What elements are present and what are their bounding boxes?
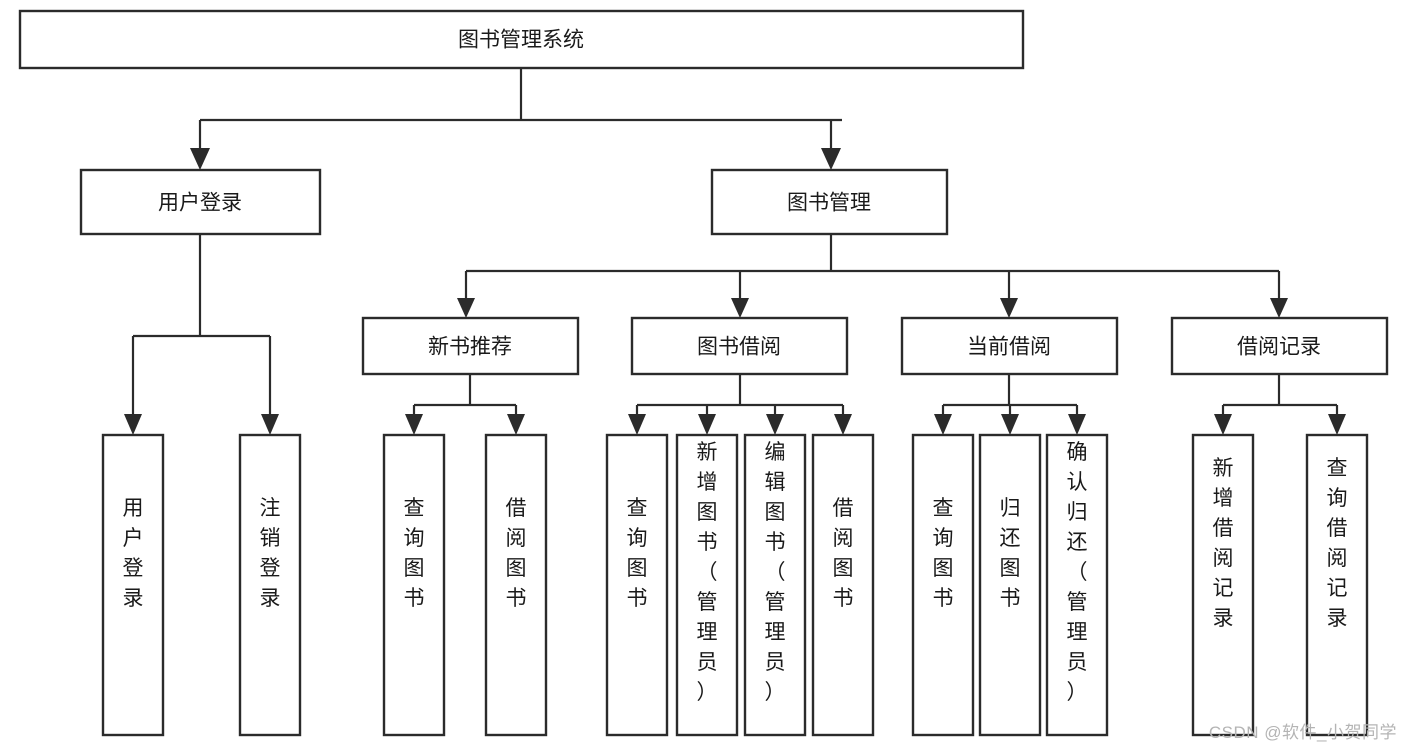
node-leaf-confirm-return[interactable]: [1045, 433, 1109, 737]
arrow-leaf-user-login-icon: [124, 414, 142, 435]
node-leaf-user-login[interactable]: [101, 433, 165, 737]
node-leaf-borrow-book-2-label: 借阅图书: [833, 497, 854, 610]
node-leaf-edit-book-label: 编辑图书（管理员）: [765, 441, 786, 704]
node-leaf-add-book[interactable]: [675, 433, 739, 737]
node-leaf-query-book-1-label: 查询图书: [404, 497, 425, 610]
arrow-leaf-return-book-icon: [1001, 414, 1019, 435]
arrow-leaf-borrow-book-1-icon: [507, 414, 525, 435]
node-leaf-user-login-label: 用户登录: [123, 497, 144, 610]
node-leaf-query-book-1[interactable]: [382, 433, 446, 737]
arrow-leaf-logout-login-icon: [261, 414, 279, 435]
node-leaf-logout-login[interactable]: [238, 433, 302, 737]
node-current-borrow-label: 当前借阅: [967, 336, 1051, 359]
arrow-leaf-confirm-return-icon: [1068, 414, 1086, 435]
arrow-to-user-login-icon: [190, 148, 210, 170]
node-leaf-query-record[interactable]: [1305, 433, 1369, 737]
node-new-book-recommend-label: 新书推荐: [428, 336, 512, 359]
csdn-watermark: CSDN @软件_小贺同学: [1208, 723, 1397, 742]
node-current-borrow[interactable]: [900, 316, 1119, 376]
node-book-borrow-label: 图书借阅: [697, 336, 781, 359]
node-user-login[interactable]: [79, 168, 322, 236]
node-leaf-borrow-book-1-label: 借阅图书: [506, 497, 527, 610]
arrow-to-book-manage-icon: [821, 148, 841, 170]
arrow-leaf-query-book-2-icon: [628, 414, 646, 435]
node-leaf-logout-login-label: 注销登录: [260, 497, 281, 610]
arrow-to-new-book-icon: [457, 298, 475, 318]
arrow-leaf-query-book-3-icon: [934, 414, 952, 435]
arrow-to-book-borrow-icon: [731, 298, 749, 318]
node-root-label: 图书管理系统: [458, 29, 584, 52]
node-leaf-add-record-label: 新增借阅记录: [1213, 457, 1234, 630]
arrow-leaf-add-record-icon: [1214, 414, 1232, 435]
node-book-manage[interactable]: [710, 168, 949, 236]
node-book-manage-label: 图书管理: [787, 192, 871, 215]
node-user-login-label: 用户登录: [158, 192, 242, 215]
node-leaf-confirm-return-label: 确认归还（管理员）: [1067, 441, 1088, 704]
node-leaf-add-record[interactable]: [1191, 433, 1255, 737]
arrow-leaf-add-book-icon: [698, 414, 716, 435]
node-leaf-edit-book[interactable]: [743, 433, 807, 737]
node-borrow-record-label: 借阅记录: [1237, 336, 1321, 359]
node-leaf-query-book-2[interactable]: [605, 433, 669, 737]
node-leaf-add-book-label: 新增图书（管理员）: [697, 441, 718, 704]
arrow-leaf-borrow-book-2-icon: [834, 414, 852, 435]
node-leaf-return-book[interactable]: [978, 433, 1042, 737]
arrow-leaf-edit-book-icon: [766, 414, 784, 435]
node-leaf-query-book-3-label: 查询图书: [933, 497, 954, 610]
node-leaf-query-record-label: 查询借阅记录: [1327, 457, 1348, 630]
node-leaf-query-book-2-label: 查询图书: [627, 497, 648, 610]
arrow-leaf-query-record-icon: [1328, 414, 1346, 435]
arrow-to-current-borrow-icon: [1000, 298, 1018, 318]
node-leaf-return-book-label: 归还图书: [1000, 497, 1021, 610]
node-new-book-recommend[interactable]: [361, 316, 580, 376]
arrow-to-borrow-record-icon: [1270, 298, 1288, 318]
node-leaf-query-book-3[interactable]: [911, 433, 975, 737]
node-leaf-borrow-book-2[interactable]: [811, 433, 875, 737]
node-root[interactable]: [18, 9, 1025, 70]
node-borrow-record[interactable]: [1170, 316, 1389, 376]
node-leaf-borrow-book-1[interactable]: [484, 433, 548, 737]
node-book-borrow[interactable]: [630, 316, 849, 376]
arrow-leaf-query-book-1-icon: [405, 414, 423, 435]
